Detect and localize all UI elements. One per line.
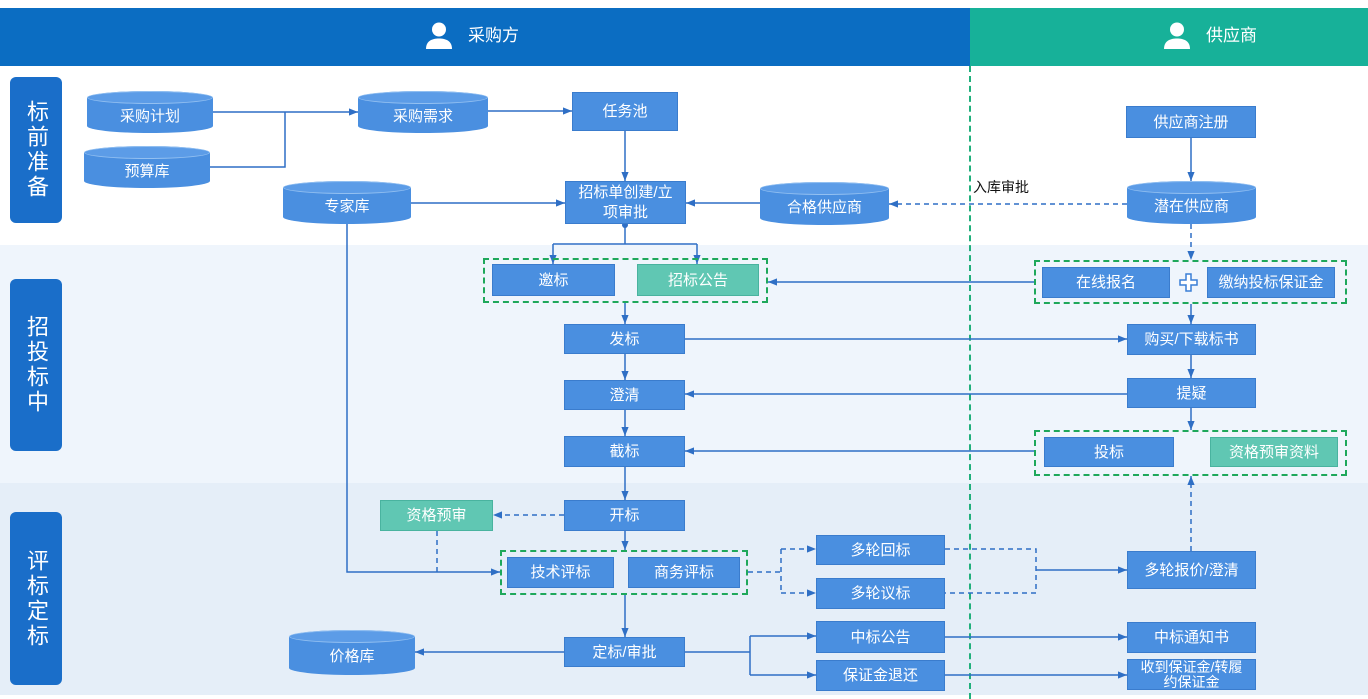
- budget-db: 预算库: [84, 146, 210, 188]
- expert-db: 专家库: [283, 181, 411, 224]
- group-signup-and-deposit: [1034, 260, 1347, 304]
- issue-tender-node: 发标: [564, 324, 685, 354]
- prequal-node: 资格预审: [380, 500, 493, 531]
- multi-rebid-node: 多轮回标: [816, 535, 945, 565]
- price-db: 价格库: [289, 630, 415, 675]
- purchase-demand-label: 采购需求: [392, 107, 453, 125]
- multi-quote-node: 多轮报价/澄清: [1127, 551, 1256, 589]
- edge-budget-to-demand: [210, 112, 286, 168]
- clarify-node: 澄清: [564, 380, 685, 410]
- qualified-supplier-label: 合格供应商: [786, 199, 862, 216]
- lane-label-tendering: 招投标中: [10, 279, 62, 451]
- award-letter-node: 中标通知书: [1127, 622, 1256, 653]
- purchase-plan-label: 采购计划: [119, 107, 180, 125]
- award-notice-node: 中标公告: [816, 621, 945, 653]
- online-signup-node: 在线报名: [1042, 267, 1170, 298]
- buy-download-node: 购买/下载标书: [1127, 324, 1256, 355]
- lane-label-pre-tender: 标前准备: [10, 77, 62, 223]
- submit-bid-node: 投标: [1044, 437, 1174, 467]
- warehousing-approval-label: 入库审批: [973, 179, 1029, 195]
- biz-eval-node: 商务评标: [628, 557, 740, 588]
- buyer-header: [0, 8, 970, 66]
- bid-open-node: 开标: [564, 500, 685, 531]
- award-approve-node: 定标/审批: [564, 637, 685, 667]
- multi-negotiate-node: 多轮议标: [816, 578, 945, 609]
- price-db-label: 价格库: [329, 648, 375, 665]
- supplier-header-label: 供应商: [1206, 26, 1257, 45]
- bid-close-node: 截标: [564, 436, 685, 467]
- group-tech-and-biz-eval: [500, 550, 748, 595]
- tender-create-node: 招标单创建/立项审批: [565, 181, 686, 224]
- purchase-plan-db: 采购计划: [87, 91, 213, 133]
- budget-db-label: 预算库: [124, 162, 170, 180]
- buyer-user-icon: [426, 22, 452, 49]
- tender-notice-node: 招标公告: [637, 264, 759, 296]
- purchase-demand-db: 采购需求: [358, 91, 488, 133]
- deposit-receive-label: 收到保证金/转履约保证金: [1140, 658, 1243, 690]
- group-invite-or-notice: [483, 258, 768, 303]
- buyer-header-label: 采购方: [468, 26, 519, 45]
- plus-icon: [1179, 273, 1198, 292]
- deposit-refund-node: 保证金退还: [816, 660, 945, 691]
- edge-multi-merge: [945, 548, 1037, 594]
- tender-create-label: 招标单创建/立项审批: [578, 183, 673, 221]
- prequal-docs-node: 资格预审资料: [1210, 437, 1338, 467]
- pay-deposit-node: 缴纳投标保证金: [1207, 267, 1335, 298]
- tech-eval-node: 技术评标: [507, 557, 614, 588]
- lane-label-text: 评标定标: [24, 548, 49, 649]
- lane-label-text: 标前准备: [24, 100, 49, 200]
- task-pool-node: 任务池: [572, 92, 678, 131]
- raise-question-node: 提疑: [1127, 378, 1256, 408]
- role-divider: [969, 66, 971, 699]
- expert-db-label: 专家库: [324, 198, 370, 215]
- supplier-user-icon: [1164, 22, 1190, 49]
- edge-expert-to-eval: [346, 224, 500, 576]
- invite-bid-node: 邀标: [492, 264, 615, 296]
- deposit-receive-node: 收到保证金/转履约保证金: [1127, 659, 1256, 690]
- potential-supplier-label: 潜在供应商: [1153, 198, 1229, 215]
- potential-supplier-db: 潜在供应商: [1127, 181, 1256, 224]
- lane-label-evaluation: 评标定标: [10, 512, 62, 685]
- supplier-header: [970, 8, 1368, 66]
- qualified-supplier-db: 合格供应商: [760, 182, 889, 225]
- supplier-register-node: 供应商注册: [1126, 106, 1256, 138]
- group-bid-and-prequal-docs: [1034, 430, 1347, 476]
- lane-label-text: 招投标中: [24, 315, 49, 415]
